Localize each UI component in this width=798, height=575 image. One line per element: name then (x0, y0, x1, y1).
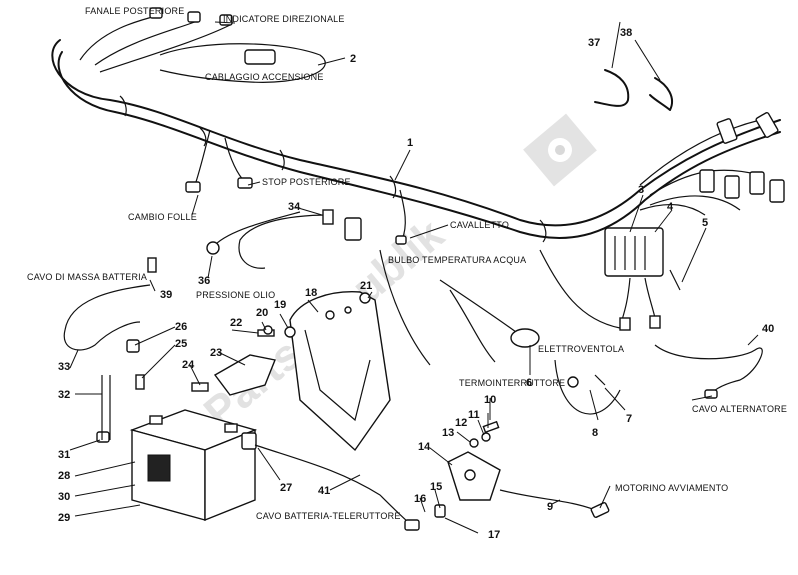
callout-4: 4 (667, 201, 674, 213)
ring-37 (594, 69, 630, 107)
label-cablaggio-accensione: CABLAGGIO ACCENSIONE (205, 72, 324, 82)
label-termointerruttore: TERMOINTERRUTTORE (459, 378, 565, 388)
label-indicatore-direzionale: INDICATORE DIREZIONALE (223, 14, 345, 24)
battery-bracket (289, 291, 391, 452)
callout-31: 31 (58, 449, 70, 461)
gear-icon (523, 113, 597, 187)
callout-18: 18 (305, 287, 317, 299)
callout-28: 28 (58, 470, 70, 482)
label-cavalletto: CAVALLETTO (450, 220, 509, 230)
callout-9: 9 (547, 501, 553, 513)
callout-21: 21 (360, 280, 372, 292)
callout-23: 23 (210, 347, 222, 359)
callout-39: 39 (160, 289, 172, 301)
callout-19: 19 (274, 299, 286, 311)
callout-3: 3 (638, 184, 644, 196)
callout-41: 41 (318, 485, 330, 497)
callout-40: 40 (762, 323, 774, 335)
elettroventola (510, 328, 621, 415)
cavo-massa-wire (63, 284, 151, 351)
label-bulbo-temperatura-acqua: BULBO TEMPERATURA ACQUA (388, 255, 526, 265)
label-cavo-batteria-teleruttore: CAVO BATTERIA-TELERUTTORE (256, 511, 401, 521)
callout-numbers: 2 1 3 4 5 37 38 40 6 7 8 9 10 11 12 13 1… (58, 27, 774, 541)
callout-16: 16 (414, 493, 426, 505)
text-labels: FANALE POSTERIORE INDICATORE DIREZIONALE… (27, 6, 787, 521)
callout-24: 24 (182, 359, 195, 371)
callout-25: 25 (175, 338, 187, 350)
callout-34: 34 (288, 201, 301, 213)
battery (129, 409, 258, 522)
callout-15: 15 (430, 481, 442, 493)
plate (213, 354, 276, 396)
callout-8: 8 (592, 427, 598, 439)
callout-27: 27 (280, 482, 292, 494)
label-fanale-posteriore: FANALE POSTERIORE (85, 6, 184, 16)
callout-20: 20 (256, 307, 268, 319)
label-elettroventola: ELETTROVENTOLA (538, 344, 624, 354)
watermark: PartsRepublik (195, 113, 597, 438)
callout-6: 6 (526, 377, 532, 389)
callout-33: 33 (58, 361, 70, 373)
callout-2: 2 (350, 53, 356, 65)
cavo-batteria-teleruttore-wire (254, 444, 416, 529)
callout-38: 38 (620, 27, 632, 39)
callout-7: 7 (626, 413, 632, 425)
callout-13: 13 (442, 427, 454, 439)
callout-29: 29 (58, 512, 70, 524)
callout-10: 10 (484, 394, 496, 406)
callout-5: 5 (702, 217, 708, 229)
callout-22: 22 (230, 317, 242, 329)
leader-lines (69, 21, 759, 534)
label-cambio-folle: CAMBIO FOLLE (128, 212, 197, 222)
callout-36: 36 (198, 275, 210, 287)
callout-26: 26 (175, 321, 187, 333)
label-cavo-alternatore: CAVO ALTERNATORE (692, 404, 787, 414)
callout-14: 14 (418, 441, 431, 453)
callout-12: 12 (455, 417, 467, 429)
callout-11: 11 (468, 409, 480, 421)
cavo-alternatore-wire (654, 344, 763, 397)
label-stop-posteriore: STOP POSTERIORE (262, 177, 351, 187)
regulator-rectifier (604, 227, 681, 331)
label-pressione-olio: PRESSIONE OLIO (196, 290, 275, 300)
label-cavo-massa-batteria: CAVO DI MASSA BATTERIA (27, 272, 147, 282)
callout-1: 1 (407, 137, 413, 149)
callout-32: 32 (58, 389, 70, 401)
main-harness (51, 7, 785, 366)
callout-37: 37 (588, 37, 600, 49)
label-motorino-avviamento: MOTORINO AVVIAMENTO (615, 483, 728, 493)
callout-17: 17 (488, 529, 500, 541)
ring-38 (649, 77, 674, 111)
starter-relay (447, 451, 501, 501)
callout-30: 30 (58, 491, 70, 503)
